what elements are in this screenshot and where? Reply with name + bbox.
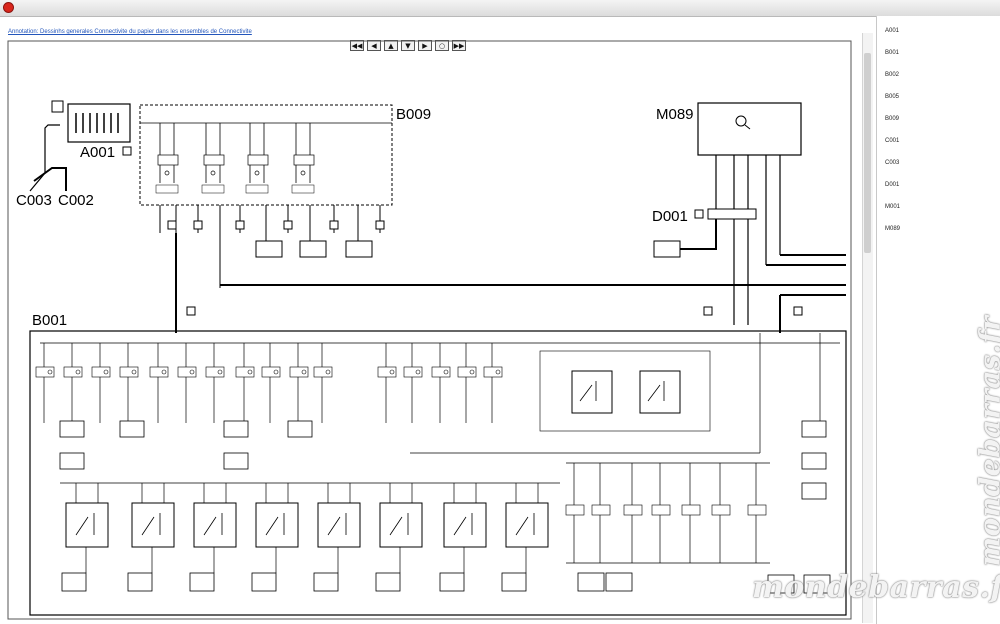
- page-navigation-toolbar: ◀◀◀▲▼▶○▶▶: [350, 40, 466, 52]
- window-titlebar: [0, 0, 1000, 17]
- annotation-link[interactable]: Annotation: Dessinhs generales Connectiv…: [8, 29, 252, 35]
- label-c002: C002: [58, 192, 94, 209]
- diagram-frame: [7, 40, 852, 620]
- connector-marker-a001: [51, 100, 64, 113]
- close-window-icon[interactable]: [3, 2, 14, 13]
- wiring-diagram: A001 C003 C002 B009 M08: [7, 40, 852, 620]
- index-item[interactable]: B005: [885, 94, 900, 100]
- scrollbar-thumb[interactable]: [864, 53, 871, 253]
- index-item[interactable]: B002: [885, 72, 900, 78]
- component-a001: [67, 103, 131, 143]
- index-item[interactable]: C001: [885, 138, 900, 144]
- index-item[interactable]: B001: [885, 50, 900, 56]
- watermark-vertical: mondebarras.fr: [973, 315, 1000, 567]
- index-item[interactable]: C003: [885, 160, 900, 166]
- index-item[interactable]: M089: [885, 226, 901, 232]
- vertical-scrollbar[interactable]: [862, 33, 873, 623]
- label-d001: D001: [652, 208, 688, 225]
- label-b009: B009: [396, 106, 431, 123]
- watermark-horizontal: mondebarras.fr: [752, 570, 1000, 605]
- component-b001: [29, 330, 847, 616]
- label-a001: A001: [80, 144, 115, 161]
- index-item[interactable]: M001: [885, 204, 901, 210]
- label-m089: M089: [656, 106, 694, 123]
- diagram-viewer: Annotation: Dessinhs generales Connectiv…: [0, 17, 876, 624]
- index-item[interactable]: B009: [885, 116, 900, 122]
- label-b001: B001: [32, 312, 67, 329]
- label-c003: C003: [16, 192, 52, 209]
- index-item[interactable]: D001: [885, 182, 900, 188]
- index-item[interactable]: A001: [885, 28, 900, 34]
